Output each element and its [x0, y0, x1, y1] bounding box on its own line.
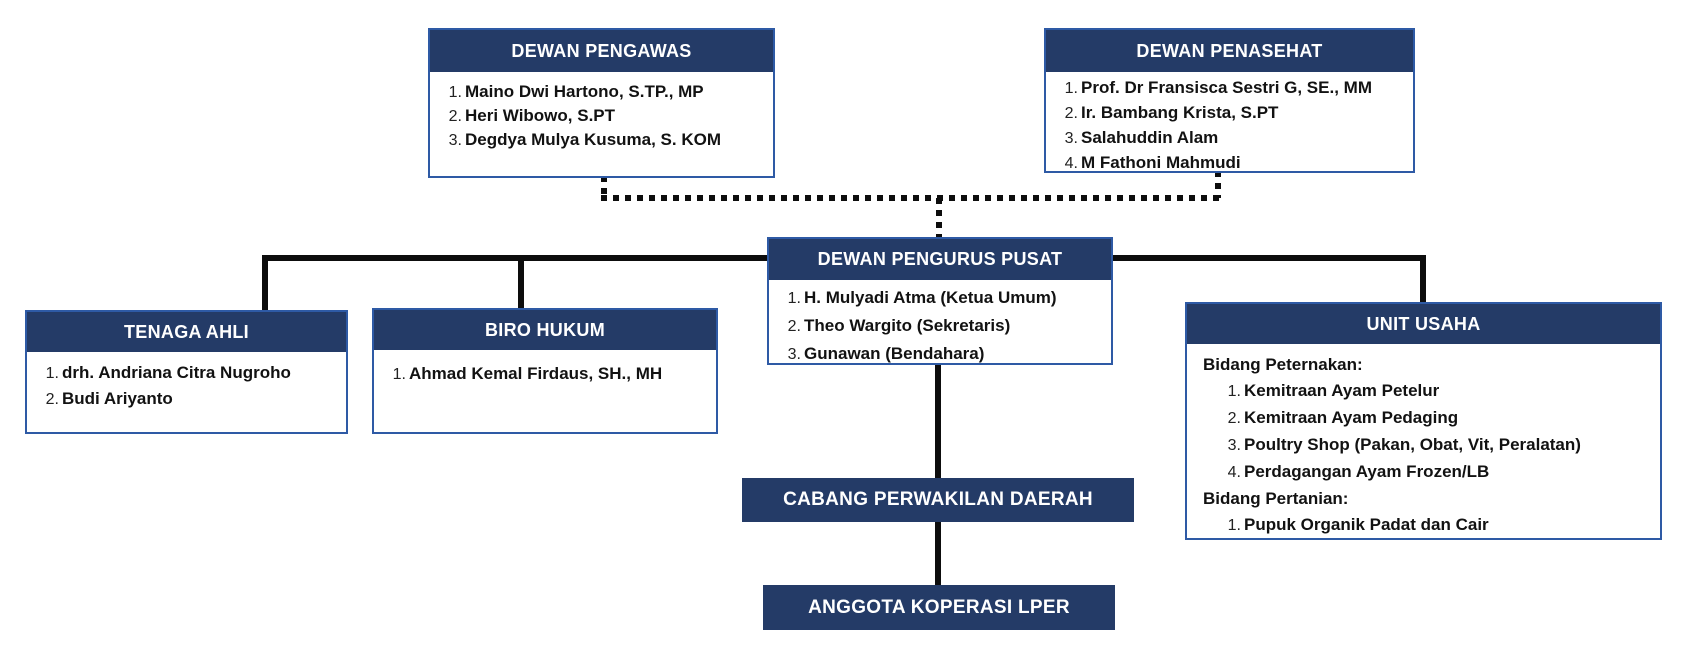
- member-number: 3.: [1064, 130, 1078, 147]
- member-row: 1.H. Mulyadi Atma (Ketua Umum): [779, 284, 1103, 312]
- member-number: 4.: [1227, 464, 1241, 481]
- biro-hukum-title: BIRO HUKUM: [374, 310, 716, 350]
- member-number: 1.: [1064, 80, 1078, 97]
- connector-dotted-horizontal: [601, 195, 1221, 201]
- member-row: 4.Perdagangan Ayam Frozen/LB: [1219, 459, 1654, 486]
- member-row: 2.Heri Wibowo, S.PT: [440, 104, 765, 128]
- member-name: Maino Dwi Hartono, S.TP., MP: [465, 82, 704, 101]
- dewan-penasehat-box: DEWAN PENASEHAT 1.Prof. Dr Fransisca Ses…: [1044, 28, 1415, 173]
- member-row: 3.Degdya Mulya Kusuma, S. KOM: [440, 128, 765, 152]
- biro-hukum-box: BIRO HUKUM 1.Ahmad Kemal Firdaus, SH., M…: [372, 308, 718, 434]
- dewan-pengurus-pusat-box: DEWAN PENGURUS PUSAT 1.H. Mulyadi Atma (…: [767, 237, 1113, 365]
- member-number: 2.: [1064, 105, 1078, 122]
- member-number: 3.: [787, 346, 801, 363]
- dewan-pengurus-pusat-members: 1.H. Mulyadi Atma (Ketua Umum)2.Theo War…: [769, 280, 1111, 368]
- member-number: 2.: [45, 391, 59, 408]
- member-number: 3.: [1227, 437, 1241, 454]
- member-name: Heri Wibowo, S.PT: [465, 106, 616, 125]
- member-row: 3.Poultry Shop (Pakan, Obat, Vit, Perala…: [1219, 432, 1654, 459]
- member-row: 1.drh. Andriana Citra Nugroho: [37, 360, 338, 386]
- unit-usaha-box: UNIT USAHA Bidang Peternakan: 1.Kemitraa…: [1185, 302, 1662, 540]
- connector-solid-to-tenaga-ahli: [262, 255, 268, 313]
- connector-solid-to-biro-hukum: [518, 255, 524, 311]
- dewan-pengurus-pusat-title: DEWAN PENGURUS PUSAT: [769, 239, 1111, 280]
- member-name: Ahmad Kemal Firdaus, SH., MH: [409, 364, 663, 383]
- anggota-koperasi-lper-bar: ANGGOTA KOPERASI LPER: [763, 585, 1115, 630]
- member-name: Kemitraan Ayam Petelur: [1244, 381, 1440, 400]
- connector-solid-pengurus-to-cabang: [935, 365, 941, 480]
- tenaga-ahli-title: TENAGA AHLI: [27, 312, 346, 352]
- member-number: 1.: [1227, 517, 1241, 534]
- member-row: 3.Gunawan (Bendahara): [779, 340, 1103, 368]
- member-row: 2.Ir. Bambang Krista, S.PT: [1056, 101, 1405, 126]
- member-name: Budi Ariyanto: [62, 389, 173, 408]
- member-number: 1.: [1227, 383, 1241, 400]
- unit-usaha-body: Bidang Peternakan: 1.Kemitraan Ayam Pete…: [1187, 344, 1660, 539]
- unit-usaha-section-pertanian-heading: Bidang Pertanian:: [1203, 489, 1349, 508]
- member-number: 3.: [448, 132, 462, 149]
- member-row: 2.Budi Ariyanto: [37, 386, 338, 412]
- member-number: 1.: [45, 365, 59, 382]
- tenaga-ahli-box: TENAGA AHLI 1.drh. Andriana Citra Nugroh…: [25, 310, 348, 434]
- connector-dotted-penasehat-stub: [1215, 171, 1221, 198]
- unit-usaha-title: UNIT USAHA: [1187, 304, 1660, 344]
- dewan-pengawas-box: DEWAN PENGAWAS 1.Maino Dwi Hartono, S.TP…: [428, 28, 775, 178]
- member-number: 1.: [787, 290, 801, 307]
- member-name: Pupuk Organik Padat dan Cair: [1244, 515, 1489, 534]
- member-number: 1.: [392, 366, 406, 383]
- biro-hukum-members: 1.Ahmad Kemal Firdaus, SH., MH: [374, 350, 716, 386]
- member-name: Perdagangan Ayam Frozen/LB: [1244, 462, 1490, 481]
- dewan-pengawas-title: DEWAN PENGAWAS: [430, 30, 773, 72]
- member-name: Salahuddin Alam: [1081, 128, 1219, 147]
- member-number: 1.: [448, 84, 462, 101]
- unit-usaha-section-peternakan-heading: Bidang Peternakan:: [1203, 355, 1363, 374]
- dewan-penasehat-title: DEWAN PENASEHAT: [1046, 30, 1413, 72]
- member-row: 4.M Fathoni Mahmudi: [1056, 151, 1405, 176]
- member-name: Kemitraan Ayam Pedaging: [1244, 408, 1459, 427]
- member-name: Ir. Bambang Krista, S.PT: [1081, 103, 1279, 122]
- connector-solid-cabang-to-anggota: [935, 522, 941, 587]
- member-name: Poultry Shop (Pakan, Obat, Vit, Peralata…: [1244, 435, 1581, 454]
- member-number: 4.: [1064, 155, 1078, 172]
- member-name: H. Mulyadi Atma (Ketua Umum): [804, 288, 1057, 307]
- member-name: Degdya Mulya Kusuma, S. KOM: [465, 130, 721, 149]
- member-row: 1.Prof. Dr Fransisca Sestri G, SE., MM: [1056, 76, 1405, 101]
- cabang-perwakilan-daerah-bar: CABANG PERWAKILAN DAERAH: [742, 478, 1134, 522]
- member-row: 1.Maino Dwi Hartono, S.TP., MP: [440, 80, 765, 104]
- connector-dotted-to-pengurus: [936, 198, 942, 238]
- member-name: Prof. Dr Fransisca Sestri G, SE., MM: [1081, 78, 1372, 97]
- member-number: 2.: [787, 318, 801, 335]
- member-number: 2.: [1227, 410, 1241, 427]
- member-row: 2.Theo Wargito (Sekretaris): [779, 312, 1103, 340]
- connector-solid-to-unit-usaha: [1420, 255, 1426, 305]
- member-row: 1.Pupuk Organik Padat dan Cair: [1219, 512, 1654, 539]
- member-name: drh. Andriana Citra Nugroho: [62, 363, 291, 382]
- member-number: 2.: [448, 108, 462, 125]
- unit-usaha-section-pertanian-items: 1.Pupuk Organik Padat dan Cair: [1203, 512, 1654, 539]
- member-name: Gunawan (Bendahara): [804, 344, 985, 363]
- member-row: 2.Kemitraan Ayam Pedaging: [1219, 405, 1654, 432]
- connector-dotted-pengawas-stub: [601, 176, 607, 198]
- member-row: 1.Ahmad Kemal Firdaus, SH., MH: [384, 362, 708, 386]
- member-row: 3.Salahuddin Alam: [1056, 126, 1405, 151]
- member-row: 1.Kemitraan Ayam Petelur: [1219, 378, 1654, 405]
- member-name: M Fathoni Mahmudi: [1081, 153, 1241, 172]
- member-name: Theo Wargito (Sekretaris): [804, 316, 1011, 335]
